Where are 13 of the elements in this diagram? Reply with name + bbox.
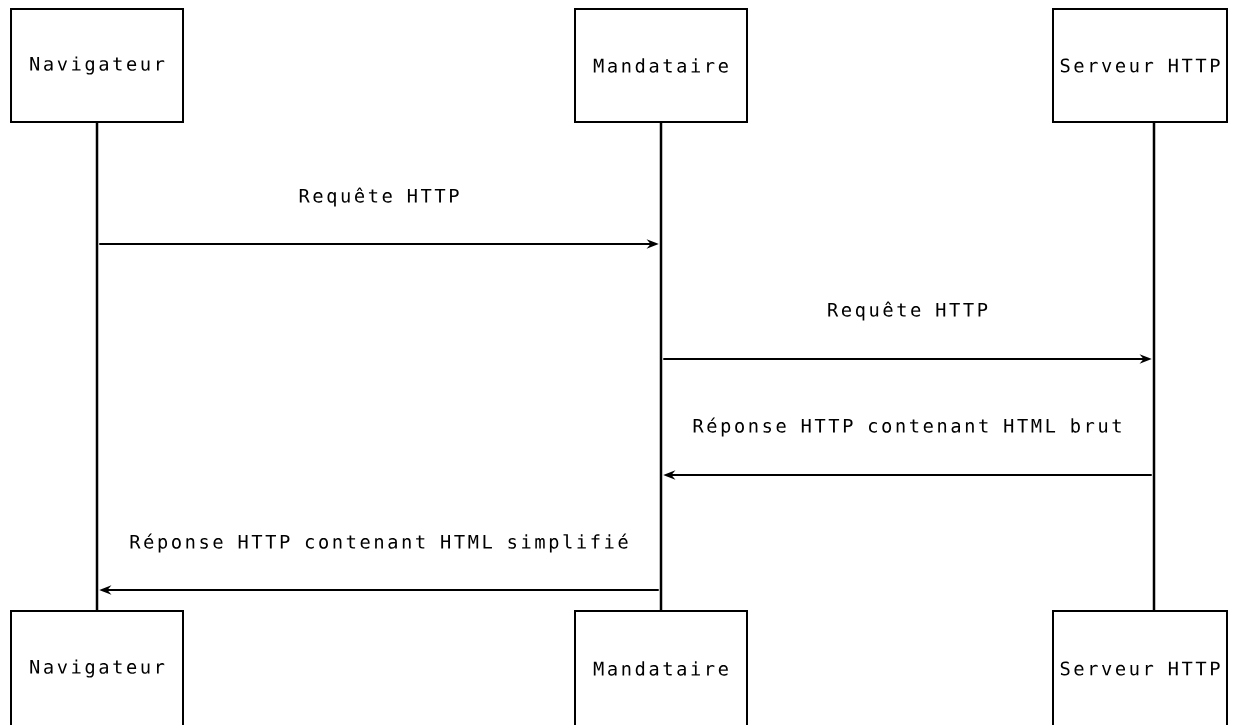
participant-box: Serveur HTTP	[1052, 8, 1228, 123]
lifeline	[1152, 122, 1156, 611]
edge-label: Réponse HTTP contenant HTML simplifié	[126, 530, 632, 556]
lifeline	[95, 122, 99, 611]
participant-box: Mandataire	[574, 8, 748, 123]
participant-box: Navigateur	[10, 8, 184, 123]
edge-label: Réponse HTTP contenant HTML brut	[689, 414, 1126, 440]
edge-label: Requête HTTP	[824, 298, 991, 324]
participant-box: Mandataire	[574, 610, 748, 725]
participant-box: Serveur HTTP	[1052, 610, 1228, 725]
lifeline	[659, 122, 663, 611]
edge-label: Requête HTTP	[295, 184, 463, 210]
participant-box: Navigateur	[10, 610, 184, 725]
